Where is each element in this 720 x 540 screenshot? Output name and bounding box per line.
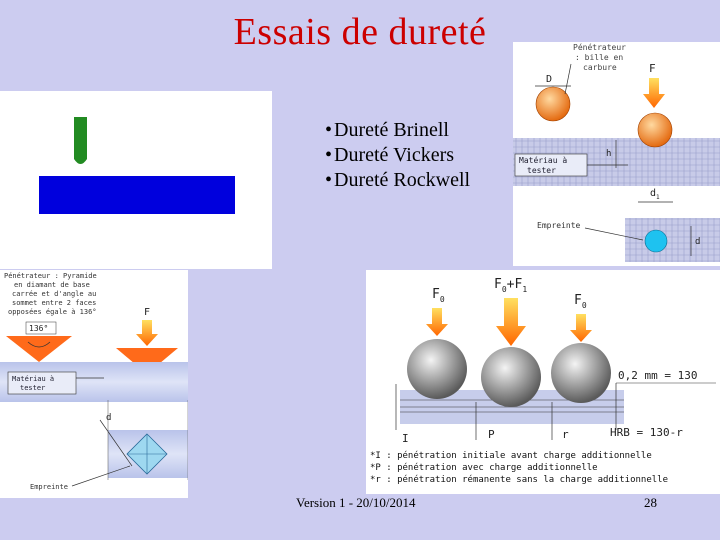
vickers-pyramid-pressed (116, 348, 178, 374)
green-indenter (74, 117, 87, 164)
vickers-figure: Pénétrateur : Pyramide en diamant de bas… (0, 270, 188, 498)
brinell-imprint (644, 229, 668, 253)
brinell-force-label: F (649, 62, 656, 75)
rockwell-i-label: I (402, 432, 409, 445)
rockwell-figure: F0 F0+F1 F0 0,2 mm = 130 I P r HRB = 130… (366, 270, 720, 494)
brinell-diameter-label: D (546, 74, 552, 85)
vickers-material-label-1: Matériau à (12, 375, 54, 383)
blue-test-block (39, 176, 235, 214)
angle-label-box (25, 321, 57, 335)
rockwell-r-label: r (562, 428, 569, 441)
rockwell-legend-2: *P : pénétration avec charge additionnel… (370, 462, 598, 473)
brinell-imprint-label: Empreinte (537, 221, 581, 230)
rockwell-ball-1 (407, 339, 467, 399)
vickers-imprint-diagonals (127, 434, 167, 474)
rockwell-ball-2 (481, 347, 541, 407)
brinell-indenter-label-2: : bille en (575, 53, 623, 62)
rockwell-legend-1: *I : pénétration initiale avant charge a… (370, 450, 652, 461)
rockwell-f0-label-2: F0 (574, 293, 587, 310)
brinell-indenter-label-1: Pénétrateur (573, 42, 626, 52)
indentation-animation (39, 117, 235, 214)
vickers-force-arrow (136, 320, 158, 346)
vickers-diagram: Pénétrateur : Pyramide en diamant de bas… (0, 272, 188, 491)
vickers-imprint-pointer (71, 465, 131, 487)
footer-version: Version 1 - 20/10/2014 (296, 495, 416, 510)
brinell-figure: Pénétrateur : bille en carbure D F Matér… (513, 42, 720, 266)
brinell-material-label-1: Matériau à (519, 155, 567, 165)
brinell-ball-left (535, 86, 571, 122)
rockwell-hrb-label: HRB = 130-r (610, 426, 683, 439)
rockwell-arrow-2 (496, 298, 526, 346)
indentation-animation-panel (0, 91, 272, 269)
rockwell-ball-3 (551, 343, 611, 403)
brinell-d-label: d (695, 237, 700, 247)
brinell-diagram: Pénétrateur : bille en carbure D F Matér… (513, 42, 720, 262)
vickers-indenter-label-5: opposées égale à 136° (8, 308, 97, 316)
vickers-material-label-2: tester (20, 384, 45, 392)
rockwell-f0-label-1: F0 (432, 287, 445, 304)
vickers-angle-label: 136° (29, 324, 48, 333)
rockwell-f0f1-label: F0+F1 (494, 277, 527, 294)
vickers-indenter-label-1: Pénétrateur : Pyramide (4, 272, 97, 280)
rockwell-p-label: P (488, 428, 495, 441)
brinell-indenter-label-3: carbure (583, 63, 617, 72)
vickers-pyramid-left (6, 336, 72, 362)
indenter-pointer-line (564, 63, 572, 95)
bullet-list: Dureté Brinell Dureté Vickers Dureté Roc… (325, 118, 470, 193)
imprint-pointer (584, 227, 644, 241)
vickers-material-label-box (7, 371, 77, 395)
brinell-d1-label: d1 (650, 188, 660, 201)
vickers-imprint-label: Empreinte (30, 483, 68, 491)
rockwell-diagram: F0 F0+F1 F0 0,2 mm = 130 I P r HRB = 130… (370, 277, 716, 485)
vickers-d-dimension-line (99, 419, 133, 467)
vickers-indenter-label-4: sommet entre 2 faces (12, 299, 96, 307)
brinell-force-arrow (643, 78, 665, 108)
brinell-ball-pressed (637, 112, 673, 148)
vickers-d-label: d (106, 413, 111, 423)
rockwell-arrow-1 (426, 308, 448, 336)
rockwell-arrow-3 (570, 314, 592, 342)
bullet-vickers: Dureté Vickers (325, 143, 470, 168)
rockwell-scale-label: 0,2 mm = 130 (618, 369, 697, 382)
angle-arc (27, 341, 51, 348)
vickers-indenter-label-3: carrée et d'angle au (12, 290, 96, 298)
rockwell-legend-3: *r : pénétration rémanente sans la charg… (370, 474, 668, 485)
slide-title: Essais de dureté (233, 11, 487, 53)
brinell-imprint-block (625, 218, 720, 262)
brinell-material-label-2: tester (527, 166, 556, 175)
bullet-rockwell: Dureté Rockwell (325, 168, 470, 193)
vickers-indenter-label-2: en diamant de base (14, 281, 90, 289)
page-number: 28 (644, 495, 657, 510)
vickers-force-label: F (144, 307, 150, 318)
bullet-brinell: Dureté Brinell (325, 118, 470, 143)
brinell-h-label: h (606, 149, 611, 159)
